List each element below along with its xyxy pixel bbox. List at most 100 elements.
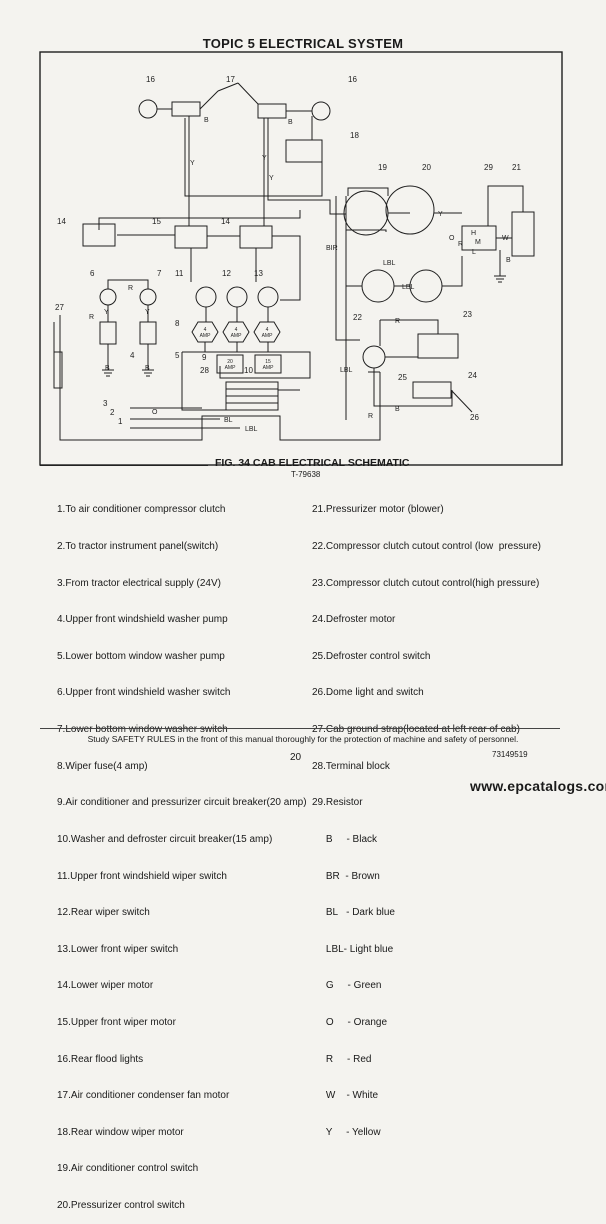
wiper-fuse-1 — [191, 321, 219, 343]
wiper-fuse-2 — [222, 321, 250, 343]
ground-symbol — [102, 362, 114, 377]
breaker-rating: 15 — [265, 359, 271, 365]
legend-item: 4.Upper front windshield washer pump — [57, 614, 228, 626]
wire-label: O — [152, 409, 158, 416]
rear-flood-light-right — [311, 101, 331, 121]
callout-number: 23 — [463, 310, 472, 319]
ground-symbol — [142, 362, 154, 377]
callout-number: 26 — [470, 413, 479, 422]
wire-label: Y — [145, 309, 150, 316]
color-code-item: Y - Yellow — [312, 1126, 381, 1138]
wire-label: B — [395, 406, 400, 413]
callout-number: 14 — [221, 217, 230, 226]
breaker-unit: AMP — [225, 365, 237, 371]
wire-label: LBL — [383, 260, 396, 267]
cab-ground-strap — [53, 351, 63, 389]
legend-item: 20.Pressurizer control switch — [57, 1199, 185, 1211]
compressor-cutout-high — [409, 269, 443, 303]
lower-washer-pump — [139, 321, 157, 345]
upper-wiper-switch — [195, 286, 217, 308]
page-title: TOPIC 5 ELECTRICAL SYSTEM — [202, 36, 404, 51]
wire-label: R — [395, 318, 400, 325]
wire-label: R — [89, 314, 94, 321]
callout-number: 14 — [57, 217, 66, 226]
legend-item: 23.Compressor clutch cutout control(high… — [312, 577, 540, 589]
legend-item: 12.Rear wiper switch — [57, 907, 150, 919]
wiper-fuse-3 — [253, 321, 281, 343]
circuit-breaker-20amp — [216, 354, 244, 374]
document-code: 73149519 — [492, 750, 528, 759]
electrical-schematic-diagram: B B Y Y Y BIR LBL LBL LBL R R B R R Y Y … — [39, 51, 563, 466]
callout-number: 10 — [244, 366, 253, 375]
legend-item: 22.Compressor clutch cutout control (low… — [312, 541, 541, 553]
resistor — [461, 225, 497, 251]
color-code-item: LBL- Light blue — [312, 943, 394, 955]
legend-item: 21.Pressurizer motor (blower) — [312, 504, 444, 516]
callout-number: 5 — [175, 351, 180, 360]
callout-number: 16 — [348, 75, 357, 84]
page-number: 20 — [290, 752, 302, 763]
fuse-rating: 4 — [204, 327, 207, 333]
legend-left-column: 1.To air conditioner compressor clutch 2… — [57, 480, 307, 1224]
circuit-breaker-15amp — [254, 354, 282, 374]
callout-number: 9 — [202, 353, 207, 362]
legend-item: 11.Upper front windshield wiper switch — [57, 870, 227, 882]
fuse-unit: AMP — [262, 333, 274, 339]
legend-right-column: 21.Pressurizer motor (blower) 22.Compres… — [312, 480, 541, 1151]
legend-item: 3.From tractor electrical supply (24V) — [57, 577, 221, 589]
breaker-unit: AMP — [263, 365, 275, 371]
compressor-cutout-low — [361, 269, 395, 303]
figure-caption: FIG. 34 CAB ELECTRICAL SCHEMATIC — [215, 457, 410, 469]
color-code-item: G - Green — [312, 980, 382, 992]
legend-item: 19.Air conditioner control switch — [57, 1163, 199, 1175]
rear-flood-light-left — [138, 99, 158, 119]
callout-number: 6 — [90, 269, 95, 278]
wire-label: R — [368, 413, 373, 420]
lower-washer-switch — [139, 288, 157, 306]
callout-number: 22 — [353, 313, 362, 322]
lower-wiper-switch — [257, 286, 279, 308]
color-code-item: B - Black — [312, 833, 378, 845]
condenser-fan-motor-right — [257, 103, 287, 119]
callout-number: 12 — [222, 269, 231, 278]
wire-label: LBL — [340, 367, 353, 374]
callout-number: 27 — [55, 303, 64, 312]
pressurizer-motor — [511, 211, 535, 257]
legend-item: 18.Rear window wiper motor — [57, 1126, 184, 1138]
wire-label: R — [458, 241, 463, 248]
wire-label: M — [475, 239, 481, 246]
callout-number: 19 — [378, 163, 387, 172]
callout-number: 3 — [103, 399, 108, 408]
callout-number: 21 — [512, 163, 521, 172]
fuse-rating: 4 — [266, 327, 269, 333]
callout-number: 4 — [130, 351, 135, 360]
breaker-rating: 20 — [227, 359, 233, 365]
callout-number: 24 — [468, 371, 477, 380]
watermark: www.epcatalogs.com — [470, 778, 606, 794]
legend-item: 13.Lower front wiper switch — [57, 943, 179, 955]
legend-item: 28.Terminal block — [312, 760, 390, 772]
color-code-item: O - Orange — [312, 1016, 388, 1028]
legend-item: 29.Resistor — [312, 797, 363, 809]
legend-item: 6.Upper front windshield washer switch — [57, 687, 231, 699]
callout-number: 18 — [350, 131, 359, 140]
legend-item: 14.Lower wiper motor — [57, 980, 154, 992]
callout-number: 1 — [118, 417, 123, 426]
wire-label: LBL — [245, 426, 258, 433]
color-code-item: R - Red — [312, 1053, 372, 1065]
legend-item: 1.To air conditioner compressor clutch — [57, 504, 226, 516]
wire-label: Y — [190, 160, 195, 167]
ground-symbol — [494, 268, 506, 283]
wire-label: O — [449, 235, 455, 242]
ac-control-switch — [343, 190, 389, 236]
legend-item: 25.Defroster control switch — [312, 650, 431, 662]
rear-wiper-switch — [226, 286, 248, 308]
fuse-unit: AMP — [231, 333, 243, 339]
legend-item: 26.Dome light and switch — [312, 687, 424, 699]
callout-number: 25 — [398, 373, 407, 382]
wire-label: Y — [269, 175, 274, 182]
wire-label: R — [128, 285, 133, 292]
caption-rule — [40, 465, 208, 466]
legend-item: 17.Air conditioner condenser fan motor — [57, 1090, 230, 1102]
wire-label: B — [145, 365, 150, 372]
